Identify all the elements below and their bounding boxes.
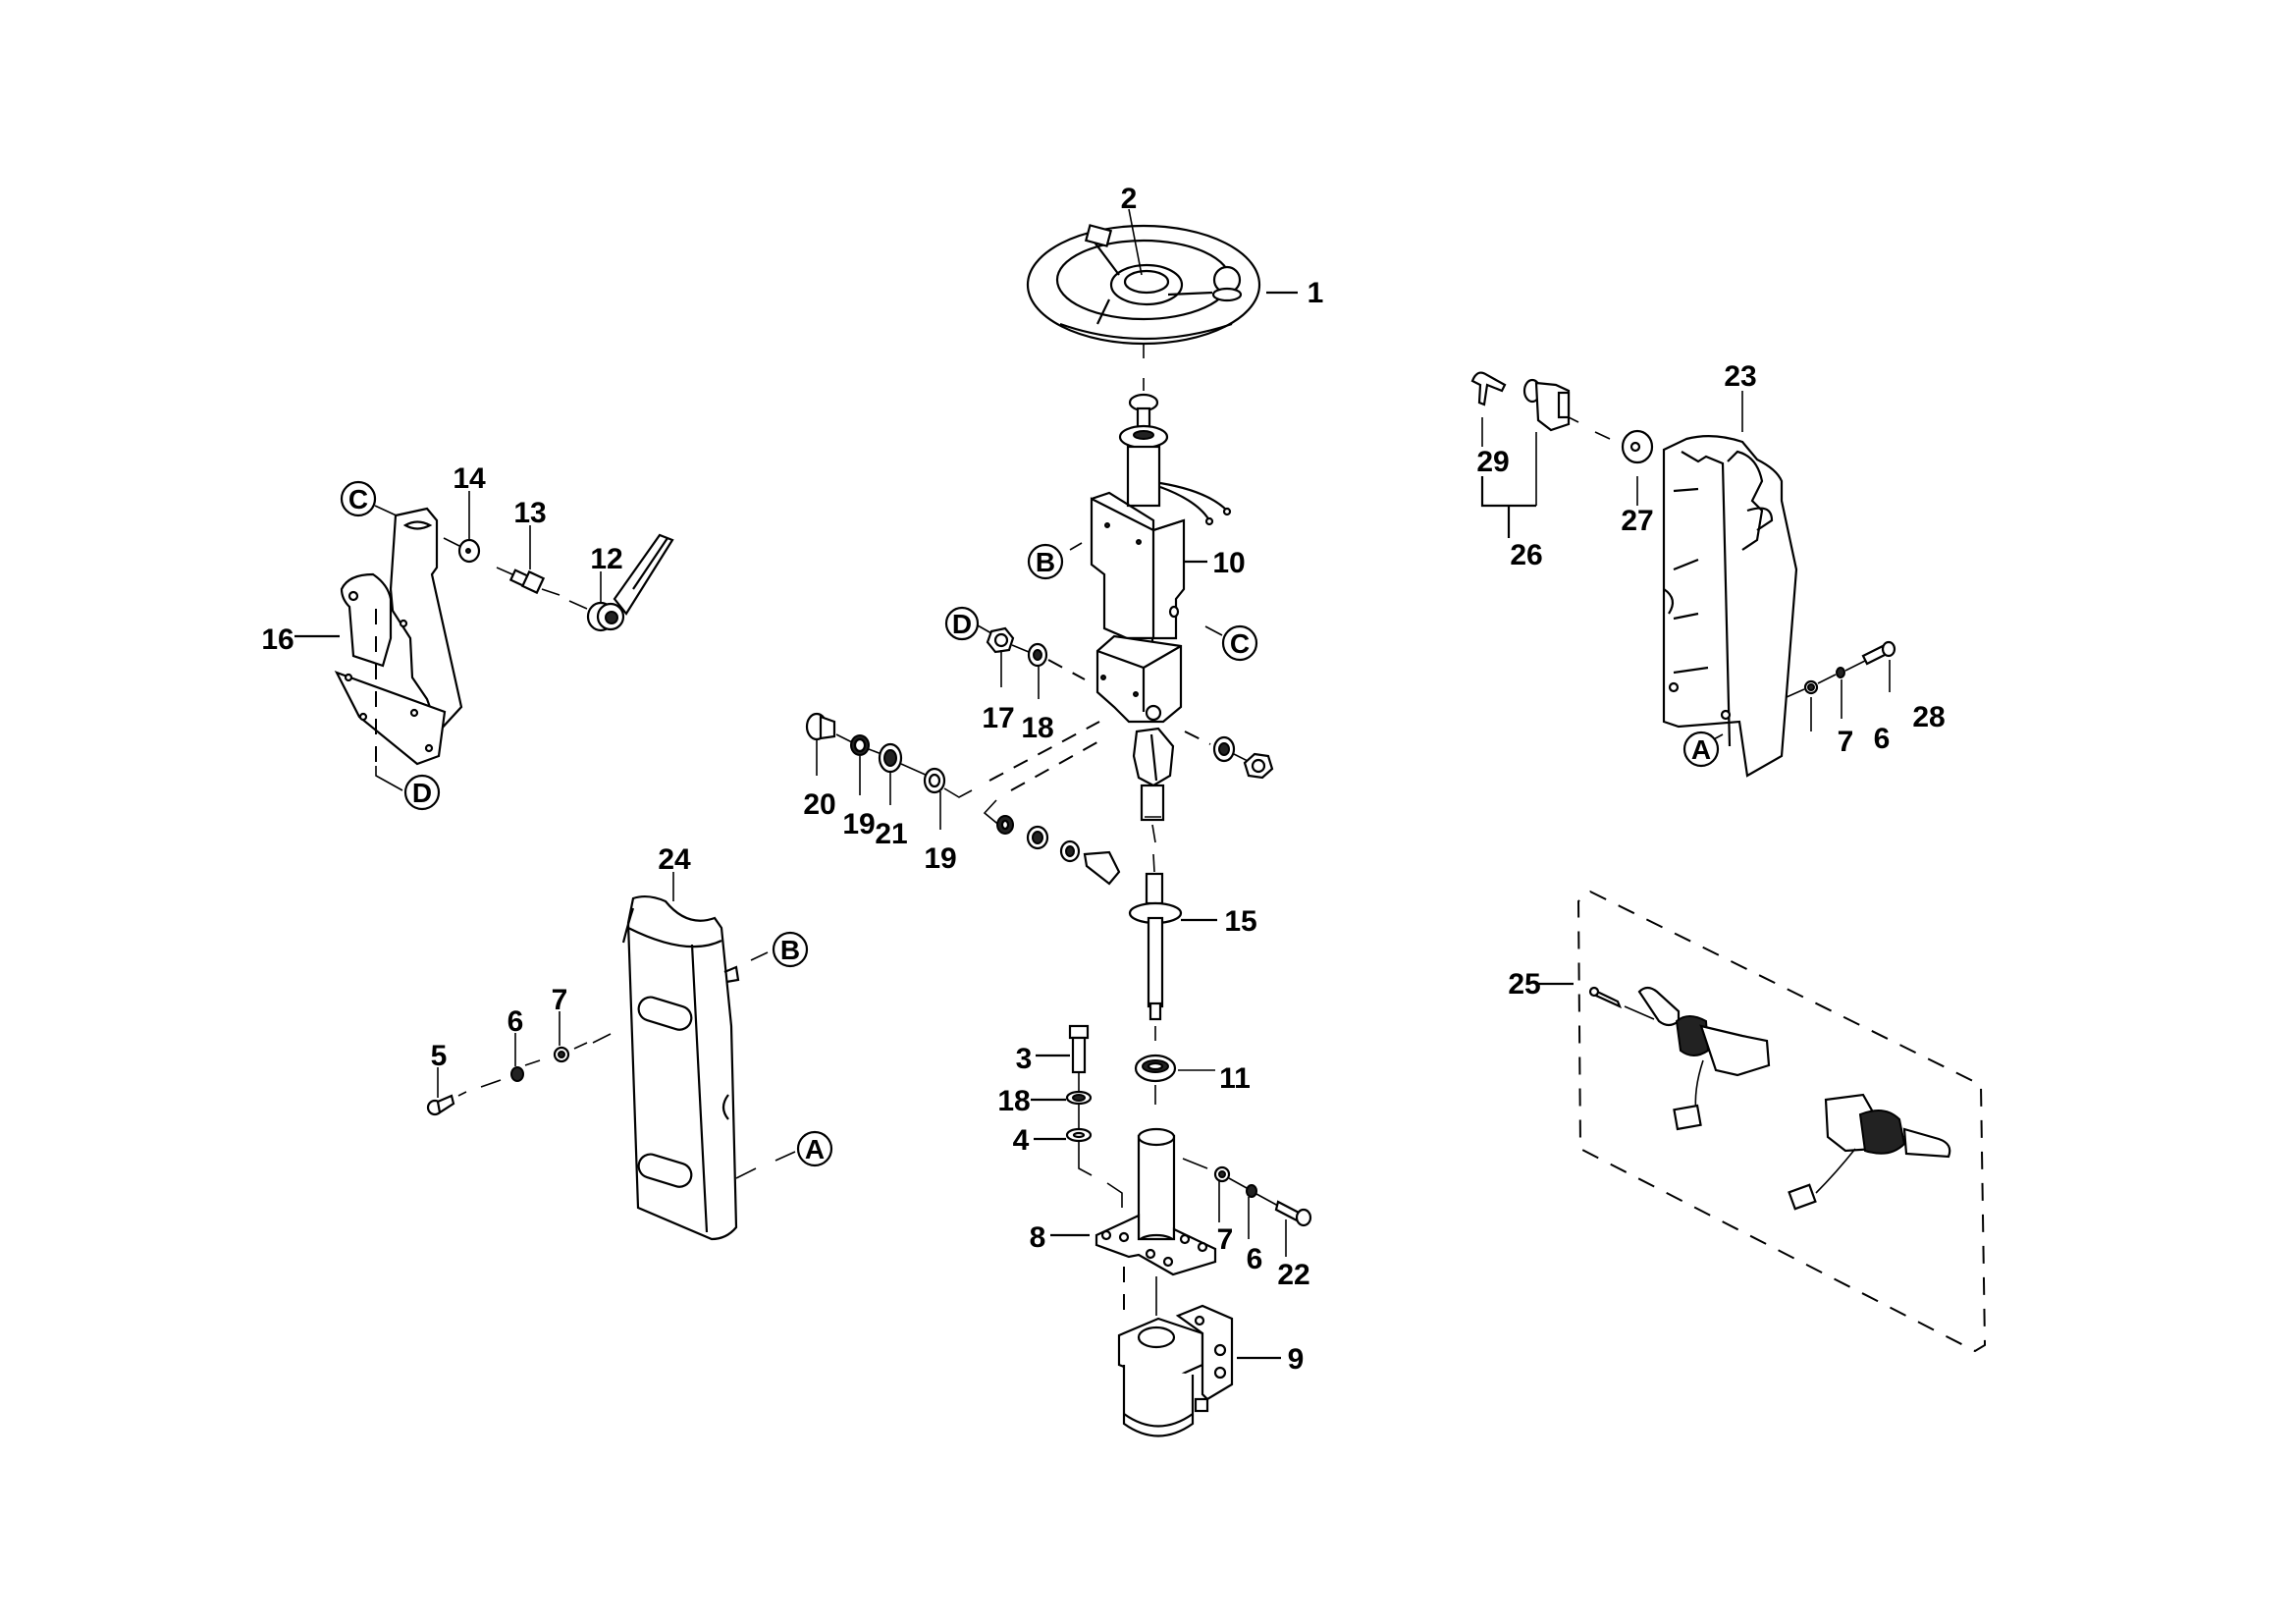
callout-28: 28 [1912, 701, 1945, 733]
bolt-20 [805, 712, 836, 776]
callout-4: 4 [1013, 1124, 1030, 1157]
callout-29: 29 [1476, 446, 1509, 478]
ignition-switch [1522, 378, 1571, 432]
callout-5: 5 [431, 1040, 448, 1072]
callout-20: 20 [803, 788, 835, 821]
steering-column[interactable] [1090, 424, 1232, 724]
washer-14 [457, 538, 481, 564]
ref-B-cover: B [772, 931, 809, 968]
callout-6b: 6 [1874, 723, 1891, 755]
svg-text:B: B [780, 935, 800, 965]
switch-ring [1621, 429, 1654, 464]
callout-23: 23 [1724, 360, 1756, 393]
svg-text:B: B [1036, 547, 1055, 577]
leader-2 [1128, 208, 1143, 276]
screw-5 [426, 1094, 455, 1116]
svg-text:A: A [1691, 734, 1711, 765]
bearing[interactable] [1134, 1054, 1177, 1083]
svg-text:C: C [348, 484, 368, 514]
steering-unit[interactable] [1117, 1304, 1234, 1437]
callout-9: 9 [1288, 1343, 1305, 1376]
callout-7c: 7 [1217, 1223, 1234, 1256]
callout-14: 14 [453, 462, 486, 495]
screw-28 [1861, 640, 1896, 666]
ref-A-cover-left: A [796, 1130, 833, 1167]
switch-set-outline [1576, 890, 1987, 1353]
front-cover[interactable] [621, 894, 740, 1241]
leader-B-column [1069, 542, 1083, 551]
callout-labels: 1 2 10 17 18 20 19 21 19 15 11 3 18 4 8 … [261, 183, 1945, 1376]
callout-1: 1 [1308, 277, 1324, 309]
svg-text:D: D [952, 609, 972, 639]
washer-18 [1027, 642, 1048, 668]
callout-17: 17 [982, 702, 1014, 734]
combination-switch-right[interactable] [1788, 1093, 1951, 1211]
callout-3: 3 [1016, 1043, 1033, 1075]
ref-C-column: C [1221, 624, 1258, 662]
bearing-21 [878, 742, 903, 805]
callout-25: 25 [1508, 968, 1540, 1001]
callout-19a: 19 [842, 808, 875, 840]
callout-18a: 18 [1021, 712, 1053, 744]
washer-19a [850, 734, 870, 795]
callout-12: 12 [590, 543, 622, 575]
callout-8: 8 [1030, 1221, 1046, 1254]
callout-27: 27 [1621, 505, 1653, 537]
leader-C-column [1204, 625, 1223, 636]
stud-13 [508, 568, 546, 595]
nut-17 [986, 626, 1015, 654]
callout-7a: 7 [552, 984, 568, 1016]
nut-washer-right [1184, 731, 1274, 780]
callout-10: 10 [1212, 547, 1245, 579]
bolt-3 [1068, 1024, 1090, 1074]
svg-text:D: D [412, 778, 432, 808]
rear-cover[interactable] [1662, 435, 1798, 778]
leader-D [977, 624, 992, 634]
column-base[interactable] [1095, 1127, 1217, 1276]
callout-22: 22 [1277, 1259, 1309, 1291]
callout-21: 21 [875, 818, 907, 850]
keys [1470, 371, 1507, 406]
ref-C-bracket: C [340, 480, 377, 517]
callout-13: 13 [513, 497, 546, 529]
callout-18b: 18 [997, 1085, 1030, 1117]
callout-6a: 6 [507, 1005, 524, 1038]
ref-A-cover-right: A [1682, 731, 1720, 768]
callout-6c: 6 [1247, 1243, 1263, 1275]
callout-7b: 7 [1838, 726, 1854, 758]
svg-text:A: A [805, 1134, 825, 1164]
callout-19b: 19 [924, 842, 956, 875]
svg-text:C: C [1230, 628, 1250, 659]
lever-12[interactable] [586, 533, 674, 632]
hub-nut [1128, 378, 1159, 430]
combination-switch-left[interactable] [1588, 986, 1771, 1131]
steering-wheel[interactable] [1026, 224, 1261, 358]
ref-D-column: D [944, 606, 980, 641]
ref-D-bracket: D [403, 774, 441, 811]
washer-19b [923, 767, 946, 830]
callout-15: 15 [1224, 905, 1256, 938]
bracket[interactable] [334, 507, 463, 766]
ref-B-column: B [1027, 543, 1064, 580]
callout-26: 26 [1510, 539, 1542, 571]
callout-2: 2 [1121, 183, 1138, 215]
shaft[interactable] [1128, 853, 1183, 1021]
callout-11: 11 [1219, 1062, 1251, 1095]
callout-16: 16 [261, 623, 294, 656]
universal-joint [1132, 727, 1175, 843]
callout-24: 24 [658, 843, 691, 876]
